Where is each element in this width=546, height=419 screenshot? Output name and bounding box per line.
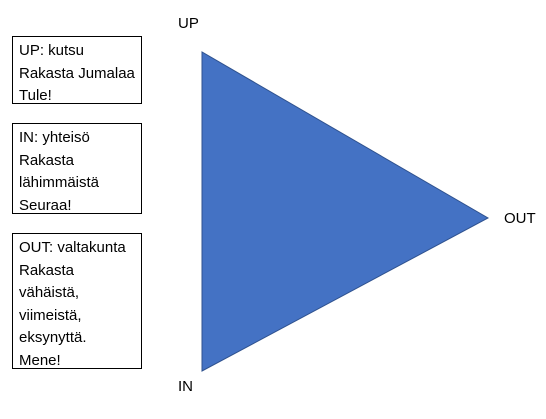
box-out-line-2: Rakasta [19, 261, 75, 279]
box-in-line-1: IN: yhteisö [19, 129, 90, 146]
text-box-out: OUT: valtakunta Rakasta vähäistä, viimei… [12, 233, 142, 369]
box-in-line-2: Rakasta [19, 151, 75, 169]
box-out-line-4: viimeistä, [19, 306, 82, 324]
label-out: OUT [504, 210, 536, 227]
box-out-line-6: Mene! [19, 351, 61, 369]
box-up-line-3: Tule! [19, 87, 52, 104]
triangle-shape [201, 51, 490, 372]
text-box-in: IN: yhteisö Rakasta lähimmäistä Seuraa! [12, 123, 142, 214]
label-up: UP [178, 15, 199, 32]
box-out-line-3: vähäistä, [19, 284, 80, 301]
box-up-line-1: UP: kutsu [19, 42, 85, 59]
box-up-line-2: Rakasta Jumalaa [19, 64, 135, 82]
box-in-line-4: Seuraa! [19, 196, 72, 214]
text-box-up: UP: kutsu Rakasta Jumalaa Tule! [12, 36, 142, 104]
box-out-line-5: eksynyttä. [19, 329, 87, 346]
box-in-line-3: lähimmäistä [19, 174, 100, 191]
label-in: IN [178, 378, 193, 395]
box-out-line-1: OUT: valtakunta [19, 239, 126, 256]
